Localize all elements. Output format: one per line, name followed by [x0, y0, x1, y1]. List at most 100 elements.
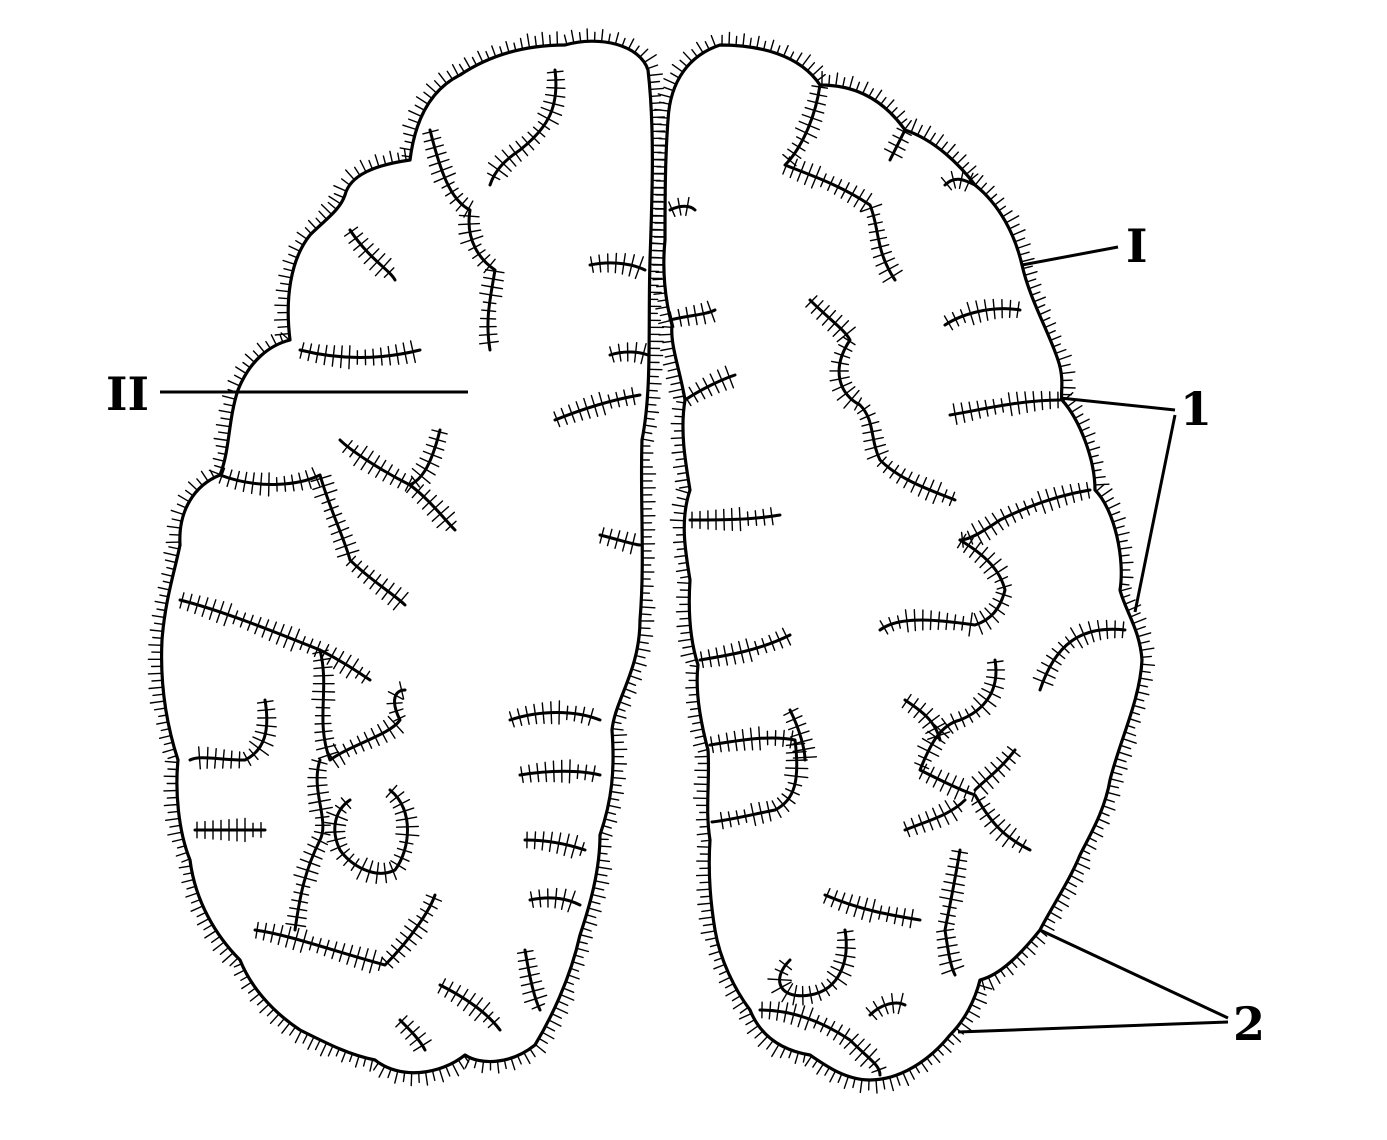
sulcus-32-a-hatch-6: [1037, 490, 1043, 504]
sulcus-10-a-hatch-17: [352, 746, 358, 755]
sulcus-43-b-hatch-11: [794, 742, 806, 746]
right-outline-hatch-238: [700, 839, 711, 842]
sulcus-47-a-hatch-10: [808, 985, 812, 996]
sulcus-24-a-hatch-3: [519, 974, 531, 979]
sulcus-10-b-hatch-11: [323, 737, 335, 741]
left-outline-hatch-236: [167, 755, 178, 760]
left-outline-hatch-261: [162, 580, 172, 584]
sulcus-37-b-hatch-5: [706, 300, 712, 313]
sulcus-10-b-hatch-18: [356, 735, 362, 745]
sulcus-32-b-hatch-11: [1004, 517, 1010, 527]
right-outline-hatch-125: [1128, 718, 1141, 723]
right-outline-hatch-30: [904, 119, 912, 131]
sulcus-2-a-hatch-2: [425, 146, 436, 151]
sulcus-48-b-hatch-13: [856, 1038, 865, 1048]
sulcus-31-b-hatch-5: [1017, 402, 1021, 415]
sulcus-39-b-hatch-12: [1045, 673, 1056, 679]
right-outline-hatch-140: [1097, 818, 1110, 825]
right-outline-hatch-180: [941, 1043, 952, 1053]
sulcus-33-b-hatch-14: [977, 623, 984, 635]
sulcus-5-b-hatch-3: [431, 454, 443, 459]
sulcus-24-a-hatch-6: [524, 998, 537, 1003]
sulcus-18-a-hatch-5: [567, 900, 573, 913]
right-outline-hatch-92: [1099, 488, 1113, 498]
left-outline-hatch-176: [394, 1070, 399, 1084]
right-outline-hatch-178: [950, 1032, 962, 1043]
sulcus-17-b-hatch-5: [565, 833, 570, 846]
sulcus-40-b-hatch-11: [946, 725, 954, 734]
sulcus-45-b-hatch-7: [948, 906, 957, 909]
sulcus-30-a-hatch-1: [810, 306, 818, 314]
sulcus-4-b-hatch-0: [301, 342, 305, 352]
sulcus-26-a-hatch-17: [827, 182, 832, 192]
right-outline-hatch-14: [811, 65, 824, 77]
sulcus-3-b-hatch-4: [370, 248, 380, 257]
left-outline-hatch-279: [208, 469, 221, 476]
sulcus-2-b-hatch-23: [490, 294, 503, 298]
sulcus-12-a-hatch-19: [289, 907, 299, 910]
sulcus-30-b-hatch-3: [828, 309, 837, 319]
sulcus-17-a-hatch-2: [541, 840, 544, 851]
sulcus-2-b-hatch-14: [469, 229, 482, 233]
left-outline-hatch-282: [217, 452, 227, 455]
right-outline-hatch-290: [674, 478, 689, 483]
sulcus-41-b-hatch-1: [1008, 757, 1016, 764]
sulcus-33-b-hatch-0: [961, 533, 967, 542]
sulcus-12-a-hatch-9: [313, 830, 323, 834]
sulcus-40-b-hatch-8: [968, 715, 974, 723]
sulcus-25-a-hatch-4: [413, 1044, 424, 1052]
left-outline-hatch-96: [636, 648, 651, 652]
right-outline-hatch-44: [979, 182, 987, 191]
sulcus-48-a-hatch-14: [854, 1051, 864, 1062]
sulcus-39-a-hatch-13: [1032, 677, 1044, 683]
sulcus-48-a-hatch-15: [860, 1056, 870, 1067]
sulcus-4-b-hatch-10: [379, 347, 383, 358]
sulcus-2-a-hatch-10: [455, 203, 463, 212]
left-outline-hatch-181: [362, 1057, 367, 1067]
left-outline-hatch-61: [646, 403, 657, 406]
sulcus-15-b-hatch-1: [516, 708, 521, 718]
sulcus-40-a-hatch-9: [958, 711, 963, 720]
sulcus-26-a-hatch-4: [801, 113, 813, 119]
sulcus-34-b-hatch-9: [762, 508, 765, 518]
sulcus-8-a-hatch-7: [232, 616, 237, 625]
right-outline-hatch-88: [1092, 469, 1102, 472]
sulcus-3-b-hatch-0: [350, 226, 359, 233]
sulcus-49-a-hatch-2: [884, 1004, 889, 1015]
right-outline-hatch-58: [1023, 271, 1038, 276]
sulcus-42-a-hatch-2: [913, 709, 921, 719]
right-outline-hatch-85: [1087, 446, 1101, 452]
sulcus-2-a-hatch-25: [481, 309, 490, 312]
sulcus-33-b-hatch-12: [991, 614, 1000, 623]
sulcus-43-b-hatch-27: [721, 820, 724, 830]
sulcus-36-a-hatch-0: [686, 398, 692, 407]
left-outline-hatch-143: [569, 967, 580, 972]
sulcus-17-b-hatch-4: [558, 832, 562, 844]
sulcus-1-b-hatch-0: [554, 70, 564, 73]
right-outline-hatch-338: [654, 144, 668, 147]
sulcus-33-a-hatch-4: [979, 559, 988, 569]
sulcus-15-a-hatch-9: [580, 714, 584, 724]
sulcus-26-b-hatch-22: [865, 192, 873, 204]
left-outline-hatch-193: [281, 1022, 291, 1034]
sulcus-24-b-hatch-4: [530, 980, 543, 985]
sulcus-32-b-hatch-1: [1079, 491, 1083, 501]
right-outline-hatch-313: [658, 319, 672, 325]
sulcus-46-b-hatch-3: [848, 894, 853, 905]
sulcus-13-b-hatch-14: [365, 870, 371, 883]
sulcus-10: [318, 648, 407, 762]
sulcus-2-a-hatch-21: [483, 276, 495, 280]
right-outline-hatch-109: [1126, 604, 1142, 612]
sulcus-1-a-hatch-5: [540, 106, 553, 113]
sulcus-48-b-hatch-12: [850, 1033, 859, 1042]
sulcus-35-a-hatch-4: [732, 653, 737, 665]
left-outline-hatch-154: [538, 1037, 548, 1045]
sulcus-42-b-hatch-3: [925, 708, 934, 717]
sulcus-49-b-hatch-4: [900, 992, 904, 1005]
sulcus-26-b-hatch-29: [881, 250, 892, 256]
left-outline-hatch-97: [635, 654, 646, 659]
sulcus-1-b-hatch-10: [527, 142, 535, 151]
sulcus-14-b-hatch-25: [419, 908, 428, 913]
sulcus-6-b-hatch-2: [423, 489, 431, 498]
sulcus-33-a-hatch-26: [879, 620, 885, 629]
